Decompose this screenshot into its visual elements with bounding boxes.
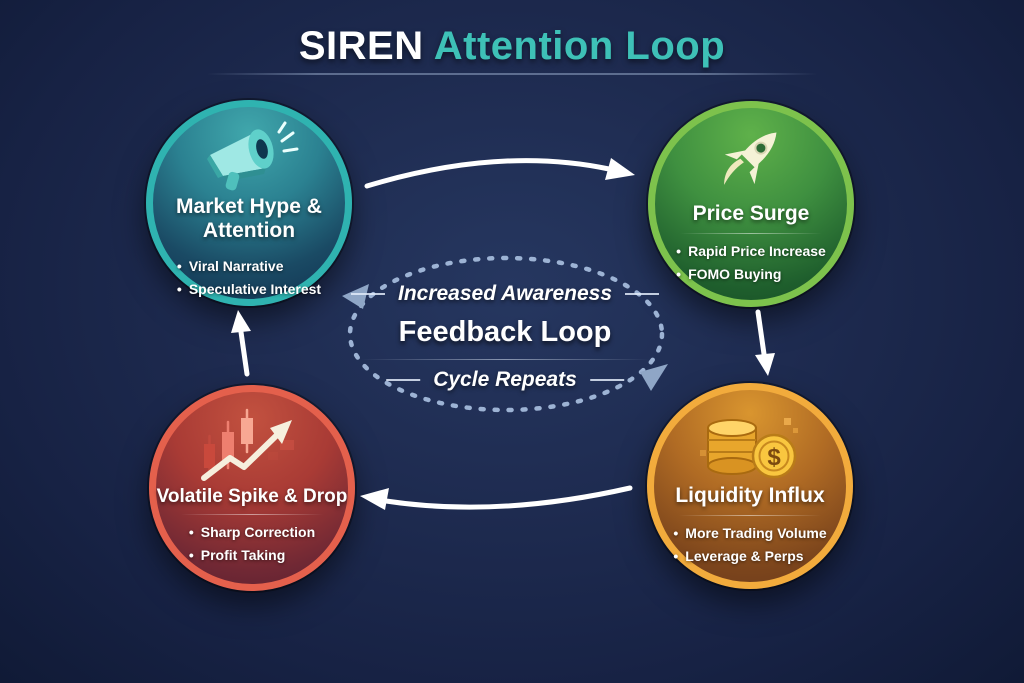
node-bullet-list: Viral Narrative Speculative Interest — [177, 255, 321, 301]
node-title: Liquidity Influx — [675, 484, 825, 507]
node-liquidity-influx: $ Liquidity Influx More Trading Volume L… — [647, 383, 853, 589]
loop-label-bottom-text: Cycle Repeats — [433, 368, 577, 391]
label-dash — [386, 379, 421, 381]
loop-arrowhead-right — [640, 364, 668, 391]
node-bullet: Speculative Interest — [177, 278, 321, 301]
page-title-rest: Attention Loop — [433, 24, 726, 68]
rocket-icon — [709, 120, 793, 202]
node-divider — [181, 514, 323, 516]
node-volatile-spike: Volatile Spike & Drop Sharp Correction P… — [149, 385, 355, 591]
title-underline — [207, 73, 817, 75]
label-dash — [625, 293, 660, 295]
node-divider — [679, 514, 821, 516]
arrow-surge-to-liquidity — [755, 309, 775, 376]
candlestick-icon — [196, 404, 308, 486]
node-divider — [680, 232, 822, 234]
label-dash — [350, 293, 385, 295]
svg-text:$: $ — [767, 444, 781, 471]
node-price-surge: Price Surge Rapid Price Increase FOMO Bu… — [648, 101, 854, 307]
loop-label-bottom: Cycle Repeats — [386, 368, 624, 392]
page-title: SIREN Attention Loop — [0, 24, 1024, 69]
node-bullet: Rapid Price Increase — [676, 240, 826, 263]
loop-divider — [360, 359, 650, 360]
coins-icon: $ — [694, 402, 806, 484]
node-title: Price Surge — [692, 202, 810, 225]
node-bullet: Viral Narrative — [177, 255, 321, 278]
node-bullet-list: Sharp Correction Profit Taking — [189, 521, 315, 567]
arrow-volatile-to-hype — [231, 310, 251, 377]
node-title: Volatile Spike & Drop — [156, 486, 348, 507]
node-bullet: Leverage & Perps — [673, 545, 826, 568]
node-bullet: Sharp Correction — [189, 521, 315, 544]
node-bullet-list: Rapid Price Increase FOMO Buying — [676, 240, 826, 286]
loop-label-main: Feedback Loop — [398, 316, 612, 348]
node-bullet: Profit Taking — [189, 544, 315, 567]
arrow-liquidity-to-volatile — [360, 485, 633, 510]
node-title: Market Hype & Attention — [176, 195, 322, 242]
node-bullet-list: More Trading Volume Leverage & Perps — [673, 522, 826, 568]
feedback-loop-dashed-ellipse — [342, 255, 668, 413]
arrow-hype-to-surge — [364, 158, 635, 189]
loop-label-top: Increased Awareness — [350, 282, 660, 306]
node-bullet: More Trading Volume — [673, 522, 826, 545]
label-dash — [589, 379, 624, 381]
loop-arrowhead-left — [342, 284, 369, 309]
megaphone-icon — [198, 119, 300, 195]
node-market-hype: Market Hype & Attention Viral Narrative … — [146, 100, 352, 306]
node-bullet: FOMO Buying — [676, 263, 826, 286]
page-title-brand: SIREN — [298, 24, 424, 68]
loop-label-top-text: Increased Awareness — [397, 282, 613, 305]
